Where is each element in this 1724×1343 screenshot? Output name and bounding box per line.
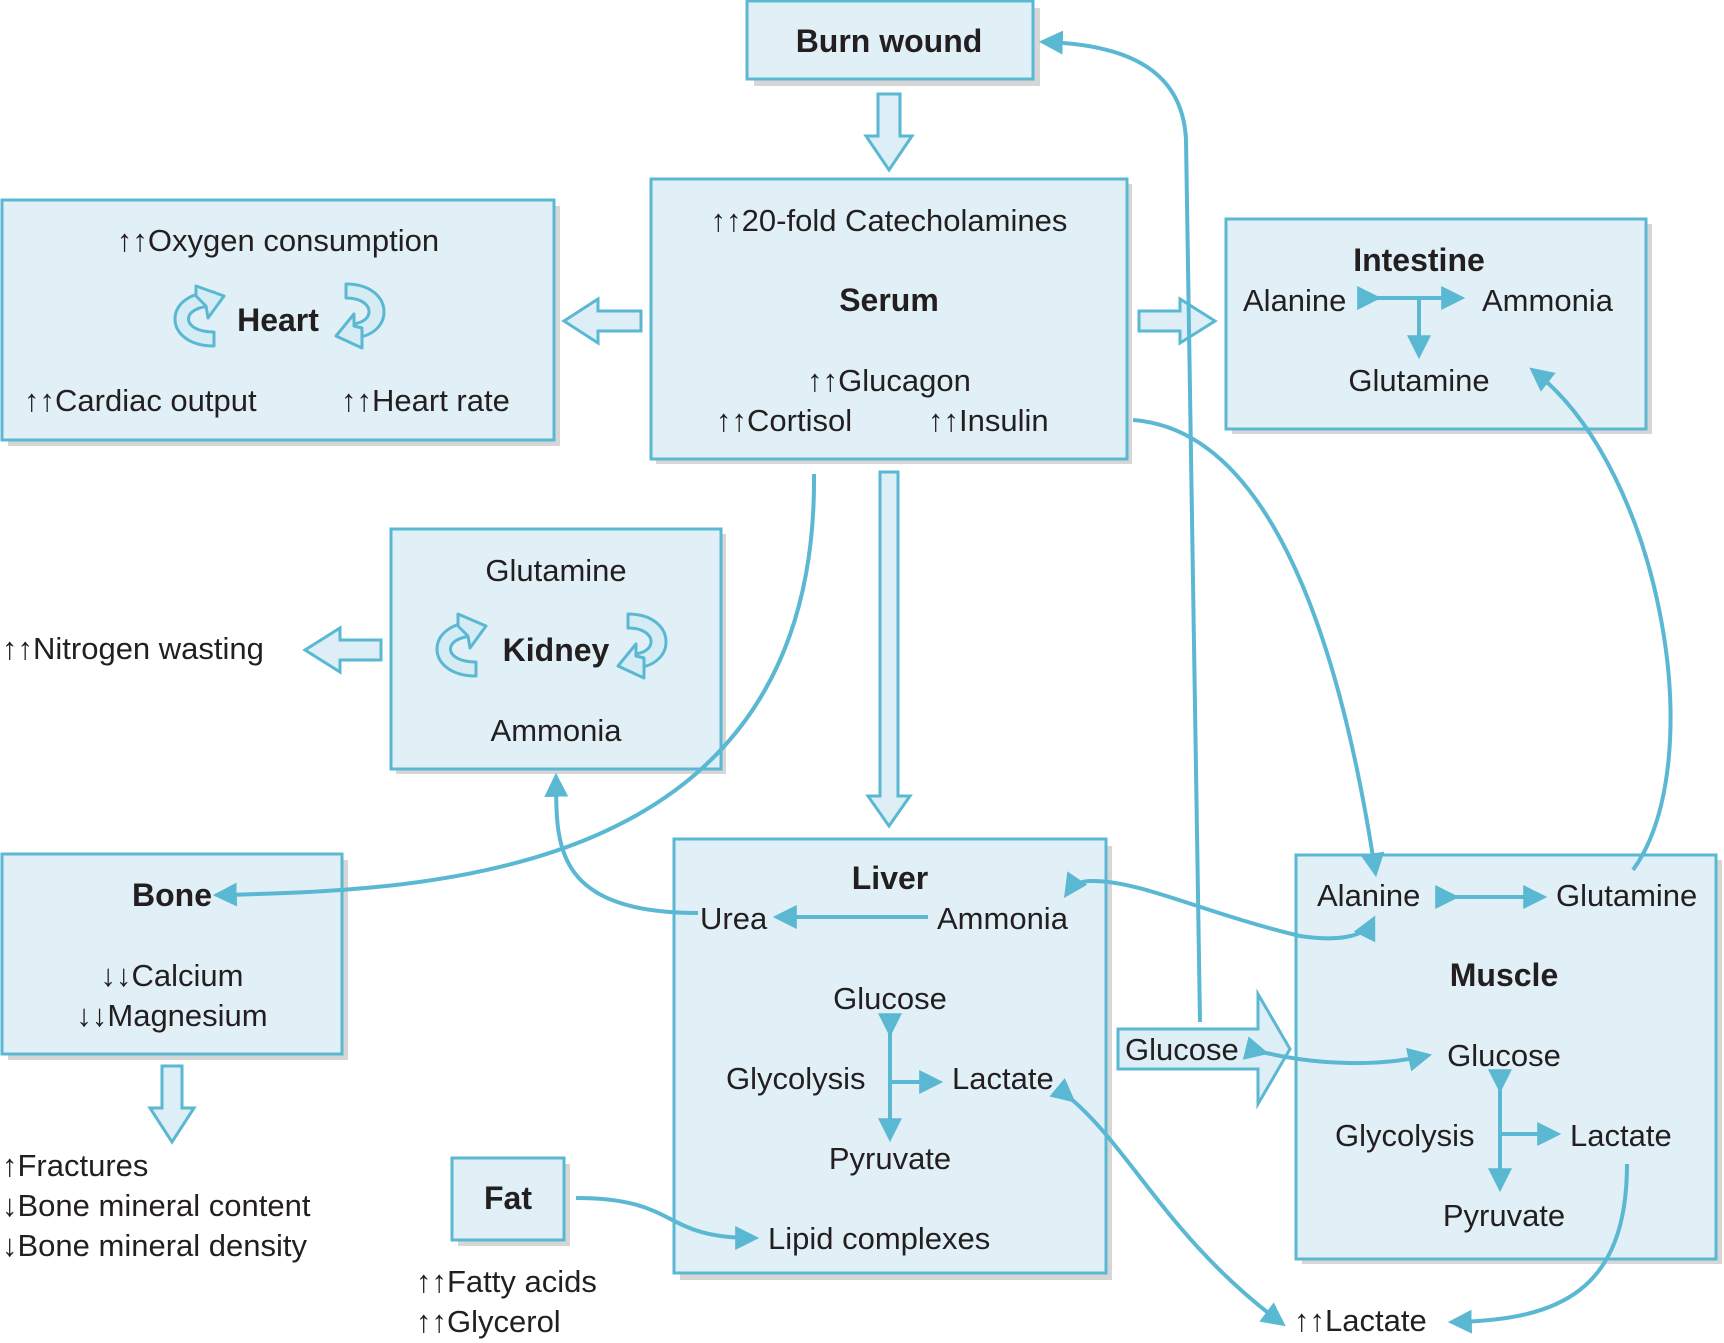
muscle-pyruvate: Pyruvate — [1443, 1198, 1565, 1233]
kidney-cycle-left-icon — [435, 612, 488, 678]
liver-title: Liver — [852, 860, 928, 896]
bone-effect-mineral-density: ↓Bone mineral density — [2, 1228, 307, 1263]
bone-effect-fractures: ↑Fractures — [2, 1148, 148, 1183]
liver-glucose: Glucose — [833, 981, 947, 1016]
block-arrow-bone-down — [147, 1064, 197, 1145]
arrow-liver-to-muscle-alanine — [1299, 915, 1376, 943]
kidney-ammonia: Ammonia — [491, 713, 623, 748]
serum-title: Serum — [839, 282, 939, 318]
block-arrow-liver-to-muscle — [1116, 988, 1292, 1110]
bone-effect-mineral-content: ↓Bone mineral content — [2, 1188, 311, 1223]
arrow-urea-to-kidney — [544, 772, 699, 915]
intestine-alanine: Alanine — [1243, 283, 1346, 318]
heart-oxygen-consumption: ↑↑Oxygen consumption — [117, 223, 439, 258]
liver-lactate: Lactate — [952, 1061, 1054, 1096]
liver-glycolysis: Glycolysis — [726, 1061, 866, 1096]
block-arrow-kidney-to-nitrogen — [302, 625, 383, 675]
heart-cycle-right-icon — [334, 282, 386, 350]
bone-magnesium: ↓↓Magnesium — [76, 998, 267, 1033]
arrow-fat-to-lipid — [575, 1196, 760, 1250]
arrow-lactate-exchange-liver — [1049, 1078, 1286, 1327]
arrow-muscle-to-liver-ammonia — [1064, 871, 1301, 938]
muscle-title: Muscle — [1450, 957, 1558, 993]
serum-insulin: ↑↑Insulin — [928, 403, 1049, 438]
fat-box — [450, 1156, 566, 1242]
liver-ammonia: Ammonia — [937, 901, 1069, 936]
block-arrow-serum-to-heart — [561, 296, 643, 346]
connector-arrows — [212, 30, 1673, 1334]
heart-title: Heart — [237, 302, 319, 338]
arrow-muscle-to-intestine-glutamine — [1529, 367, 1673, 872]
liver-urea: Urea — [700, 901, 768, 936]
heart-rate: ↑↑Heart rate — [341, 383, 510, 418]
bone-box — [0, 852, 344, 1056]
fat-glycerol: ↑↑Glycerol — [416, 1304, 561, 1339]
intestine-title: Intestine — [1353, 242, 1485, 278]
muscle-alanine: Alanine — [1317, 878, 1420, 913]
heart-box — [0, 198, 556, 442]
muscle-glutamine: Glutamine — [1556, 878, 1697, 913]
block-arrow-serum-to-intestine — [1137, 296, 1218, 346]
kidney-cycle-right-icon — [616, 612, 668, 680]
burn-wound-title: Burn wound — [796, 23, 983, 59]
intestine-glutamine: Glutamine — [1348, 363, 1489, 398]
intestine-box — [1224, 217, 1648, 431]
arrow-glucose-to-burn-wound — [1038, 30, 1202, 1023]
lactate-output: ↑↑Lactate — [1294, 1303, 1427, 1338]
liver-pyruvate: Pyruvate — [829, 1141, 951, 1176]
serum-glucagon: ↑↑Glucagon — [807, 363, 971, 398]
block-arrow-burn-to-serum — [863, 92, 915, 173]
heart-cycle-left-icon — [173, 284, 226, 348]
serum-box — [649, 177, 1129, 461]
kidney-glutamine: Glutamine — [485, 553, 626, 588]
muscle-lactate: Lactate — [1570, 1118, 1672, 1153]
kidney-title: Kidney — [503, 632, 610, 668]
intestine-ammonia: Ammonia — [1482, 283, 1614, 318]
burn-wound-box — [745, 0, 1035, 81]
glucose-transfer-label: Glucose — [1125, 1032, 1239, 1067]
fat-title: Fat — [484, 1180, 532, 1216]
liver-lipid-complexes: Lipid complexes — [768, 1221, 990, 1256]
block-arrow-serum-to-liver — [865, 470, 913, 829]
muscle-glucose: Glucose — [1447, 1038, 1561, 1073]
arrow-muscle-lactate-down — [1447, 1163, 1629, 1334]
arrow-glucose-to-muscle-glucose — [1242, 1036, 1433, 1072]
muscle-glycolysis: Glycolysis — [1335, 1118, 1475, 1153]
fat-fatty-acids: ↑↑Fatty acids — [416, 1264, 597, 1299]
bone-calcium: ↓↓Calcium — [101, 958, 244, 993]
serum-catecholamines: ↑↑20-fold Catecholamines — [711, 203, 1068, 238]
serum-cortisol: ↑↑Cortisol — [716, 403, 852, 438]
arrow-serum-to-bone — [212, 473, 817, 907]
bone-title: Bone — [132, 877, 212, 913]
nitrogen-wasting: ↑↑Nitrogen wasting — [2, 631, 264, 666]
arrow-serum-to-muscle-alanine — [1132, 418, 1385, 878]
heart-cardiac-output: ↑↑Cardiac output — [24, 383, 257, 418]
